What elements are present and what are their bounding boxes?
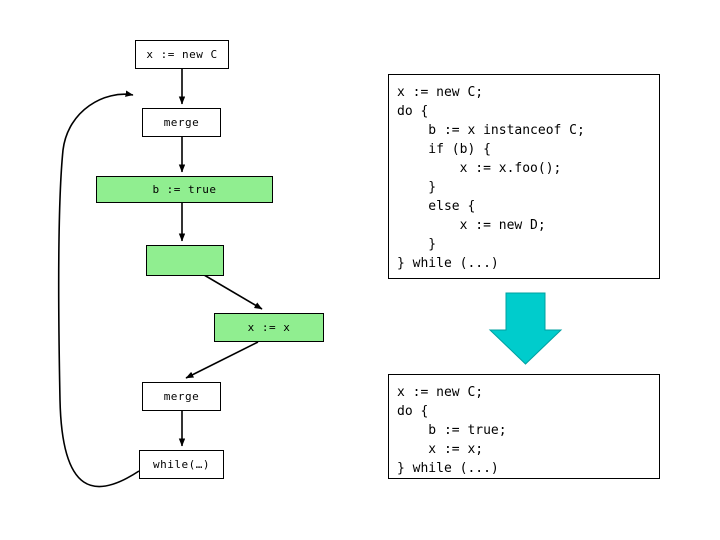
cfg-node-while[interactable]: while(…) [139,450,224,479]
source-code-before: x := new C; do { b := x instanceof C; if… [388,74,660,279]
cfg-node-merge-2[interactable]: merge [142,382,221,411]
cfg-node-empty[interactable] [146,245,224,276]
edge-backedge-while-merge [57,90,140,488]
cfg-node-x-assign[interactable]: x := x [214,313,324,342]
cfg-node-b-true[interactable]: b := true [96,176,273,203]
source-code-after: x := new C; do { b := true; x := x; } wh… [388,374,660,479]
edge-xassign-merge2 [185,341,259,379]
cfg-node-new-c[interactable]: x := new C [135,40,229,69]
cfg-node-merge-1[interactable]: merge [142,108,221,137]
transform-arrow-shape [488,292,563,365]
